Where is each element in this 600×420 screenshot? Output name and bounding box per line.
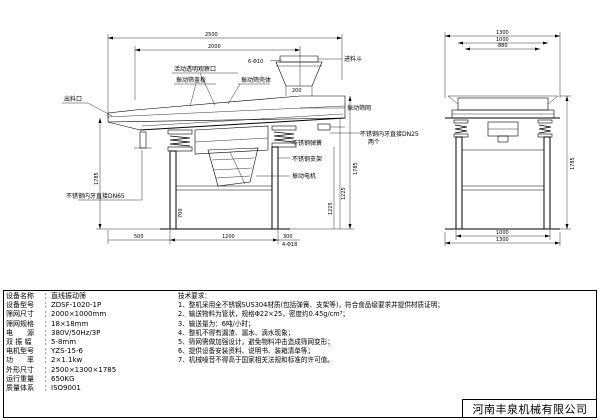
spec-key: 功 率 [6, 356, 34, 365]
spec-separator: ： [44, 365, 51, 374]
spec-key: 外形尺寸 [6, 365, 34, 374]
dim-left-height-b: 1225 [328, 202, 334, 215]
spec-separator: ： [44, 374, 51, 383]
title-block-frame [3, 290, 597, 418]
dim-right-height-b: 1225 [341, 187, 347, 200]
label-screen-mesh: 振动筛网 [347, 104, 371, 112]
company-name: 河南丰泉机械有限公司 [462, 399, 597, 418]
requirement-item: 2、输送物料为管状，规格Φ22×25，密度约0.45g/cm³； [178, 310, 349, 319]
spec-key: 筛网尺寸 [6, 310, 34, 319]
dim-left-height-c: 700 [178, 208, 184, 218]
spec-separator: ： [44, 384, 51, 393]
dim-side-mid-b: 880 [498, 43, 508, 49]
technical-requirements: 技术要求： 1、整机采用全不锈钢SUS304材质(包括弹簧、支架等)，符合食品级… [178, 292, 478, 366]
spec-key: 双 振 幅 [6, 338, 32, 347]
spec-separator: ： [44, 301, 51, 310]
spec-value: 5-8mm [51, 338, 77, 347]
spec-row: 设备名称 ：直线振动筛 [6, 292, 166, 301]
spec-value: 18×18mm [51, 319, 89, 328]
requirement-item: 1、整机采用全不锈钢SUS304材质(包括弹簧、支架等)，符合食品级要求并提供材… [178, 301, 444, 310]
spec-row: 外形尺寸 ：2500×1300×1785 [6, 366, 166, 375]
requirement-item: 7、机械噪音不得高于国家相关法规和标准的许可值。 [178, 356, 334, 365]
engineering-drawing: 2500 2000 6-Φ10 200 [62, 30, 576, 248]
dim-side-bottom-b: 1300 [496, 237, 509, 243]
spec-row: 筛网尺寸 ：2000×1000mm [6, 310, 166, 319]
dim-foot-bolts: 4-Φ18 [282, 242, 297, 248]
label-ss-spring: 不锈钢弹簧 [292, 139, 322, 147]
spec-key: 电 源 [6, 328, 34, 337]
dim-bottom-b: 300 [283, 234, 293, 240]
spec-value: ZDSF-1020-1P [51, 301, 102, 310]
spec-key: 质量体系 [6, 384, 34, 393]
spring-right [271, 125, 297, 148]
label-screen-body: 振动筛壳体 [241, 76, 271, 84]
dim-outlet-width: 200 [292, 88, 302, 94]
spec-separator: ： [44, 356, 51, 365]
requirement-item: 6、提供设备安装资料、说明书、装箱清单等； [178, 347, 315, 356]
front-view: 2500 2000 6-Φ10 200 [62, 32, 419, 248]
label-ss-pipe-left: 不锈钢内牙直接DN65 [66, 192, 125, 200]
spec-separator: ： [44, 338, 51, 347]
spec-key: 筛网规格 [6, 319, 34, 328]
dim-right-height-a: 1785 [353, 162, 359, 175]
spec-row: 功 率 ：2×1.1kw [6, 356, 166, 365]
spec-value: ISO9001 [51, 384, 81, 393]
spec-row: 运行重量 ：650KG [6, 375, 166, 384]
spec-value: 650KG [51, 374, 75, 383]
spec-value: 2×1.1kw [51, 356, 83, 365]
label-movable-window: 活动透明观察口 [174, 65, 216, 73]
dim-bottom-a: 1200 [222, 234, 235, 240]
dim-side-bottom-a: 1000 [496, 230, 509, 236]
spec-separator: ： [44, 328, 51, 337]
requirements-title: 技术要求： [178, 292, 211, 300]
label-motor-cover: 振动筛盖板 [176, 76, 206, 84]
requirement-item: 4、整机不得有漏渣、漏水、滴水现象； [178, 328, 295, 337]
spec-value: YZS-15-6 [51, 347, 83, 356]
spec-row: 质量体系 ：ISO9001 [6, 384, 166, 393]
requirement-item: 3、输送量为：6吨/小时； [178, 319, 255, 328]
dim-screen-length: 2000 [208, 44, 221, 50]
spec-value: 直线振动筛 [51, 292, 86, 300]
label-ss-bracket: 不锈钢支架 [292, 155, 322, 163]
spec-separator: ： [44, 347, 51, 356]
label-ss-pipe-right: 不锈钢内牙直接DN25 [360, 130, 419, 138]
spring-left [167, 129, 193, 152]
spec-value: 2000×1000mm [51, 310, 107, 319]
label-vibration-motor: 振动电机 [292, 172, 316, 180]
spec-value: 2500×1300×1785 [51, 365, 117, 374]
dim-side-height: 1785 [570, 157, 576, 170]
dim-side-mid-a: 1000 [496, 37, 509, 43]
spec-row: 电 源 ：380V/50Hz/3P [6, 329, 166, 338]
label-inlet: 进料斗 [344, 55, 362, 63]
spec-separator: ： [44, 292, 51, 300]
label-outlet: 出料口 [64, 95, 82, 103]
dim-side-top-width: 1300 [496, 30, 509, 36]
spec-row: 筛网规格 ：18×18mm [6, 320, 166, 329]
side-view: 1300 1000 880 [444, 30, 576, 246]
spec-key: 运行重量 [6, 374, 34, 383]
spec-row: 双 振 幅 ：5-8mm [6, 338, 166, 347]
label-two-units: 两个 [368, 139, 380, 146]
spec-key: 设备型号 [6, 301, 34, 310]
spec-separator: ： [44, 310, 51, 319]
spec-value: 380V/50Hz/3P [51, 328, 101, 337]
spec-row: 设备型号 ：ZDSF-1020-1P [6, 301, 166, 310]
dim-inlet-bolts: 6-Φ10 [248, 59, 263, 65]
dim-bottom-c: 500 [134, 234, 144, 240]
dim-left-height-a: 1785 [94, 172, 100, 185]
dim-overall-length: 2500 [205, 32, 218, 38]
spec-key: 电机型号 [6, 347, 34, 356]
spec-row: 电机型号 ：YZS-15-6 [6, 347, 166, 356]
spec-key: 设备名称 [6, 292, 34, 300]
requirement-item: 5、筛网需做加强设计，避免物料冲击造成筛网变形； [178, 338, 334, 347]
spec-separator: ： [44, 319, 51, 328]
